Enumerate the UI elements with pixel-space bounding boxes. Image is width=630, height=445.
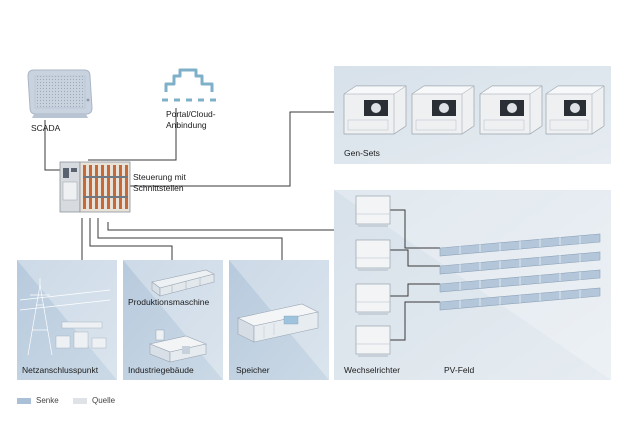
netzanschluss-panel-shade xyxy=(17,260,117,380)
line-produktion xyxy=(89,218,173,260)
controller-plc xyxy=(59,161,131,213)
scada-monitor xyxy=(27,69,93,118)
gen-set-1 xyxy=(343,85,407,135)
production-machine-illustration xyxy=(151,269,215,297)
line-inv3 xyxy=(390,283,440,297)
line-gensets xyxy=(110,111,334,187)
wechselrichter-label: Wechselrichter xyxy=(344,365,401,375)
line-pv xyxy=(107,222,334,231)
storage-container-illustration xyxy=(237,303,319,343)
inverter-3 xyxy=(355,283,391,315)
portal-cloud-label: Portal/Cloud- Anbindung xyxy=(166,109,216,131)
legend-label-quelle: Quelle xyxy=(92,396,116,405)
inverters xyxy=(355,195,391,357)
line-inv1 xyxy=(390,209,440,249)
inverter-1 xyxy=(355,195,391,227)
portal-cloud-label-line1: Portal/Cloud- xyxy=(166,109,216,119)
industrial-building-illustration xyxy=(148,329,208,363)
pv-row-3 xyxy=(439,269,601,293)
legend-label-senke: Senke xyxy=(36,396,59,405)
controller-label-line1: Steuerung mit xyxy=(133,172,186,182)
inverter-2 xyxy=(355,239,391,271)
portal-cloud-icon xyxy=(162,68,216,102)
grid-connection-illustration xyxy=(19,278,111,356)
gen-set-3 xyxy=(479,85,543,135)
gen-set-4 xyxy=(545,85,605,135)
produktionsmaschine-label: Produktionsmaschine xyxy=(128,297,210,307)
line-inv4 xyxy=(390,301,440,341)
portal-cloud-label-line2: Anbindung xyxy=(166,120,207,130)
gen-set-2 xyxy=(411,85,475,135)
connection-lines xyxy=(44,108,440,341)
controller-label: Steuerung mit Schnittstellen xyxy=(133,172,186,194)
line-speicher xyxy=(97,218,283,260)
legend-swatch-quelle xyxy=(73,398,87,404)
scada-label: SCADA xyxy=(31,123,61,133)
pv-row-4 xyxy=(439,287,601,311)
line-inv2 xyxy=(390,249,440,267)
gensets-label: Gen-Sets xyxy=(344,148,380,158)
pv-row-1 xyxy=(439,233,601,257)
line-scada xyxy=(44,120,62,171)
controller-label-line2: Schnittstellen xyxy=(133,183,184,193)
inverter-4 xyxy=(355,325,391,357)
pv-row-2 xyxy=(439,251,601,275)
industriegebaeude-label: Industriegebäude xyxy=(128,365,194,375)
gen-sets xyxy=(343,85,605,135)
speicher-label: Speicher xyxy=(236,365,270,375)
netzanschluss-label: Netzanschlusspunkt xyxy=(22,365,99,375)
pv-feld-label: PV-Feld xyxy=(444,365,475,375)
line-portal xyxy=(88,108,177,161)
legend-swatch-senke xyxy=(17,398,31,404)
pv-field xyxy=(439,233,601,311)
